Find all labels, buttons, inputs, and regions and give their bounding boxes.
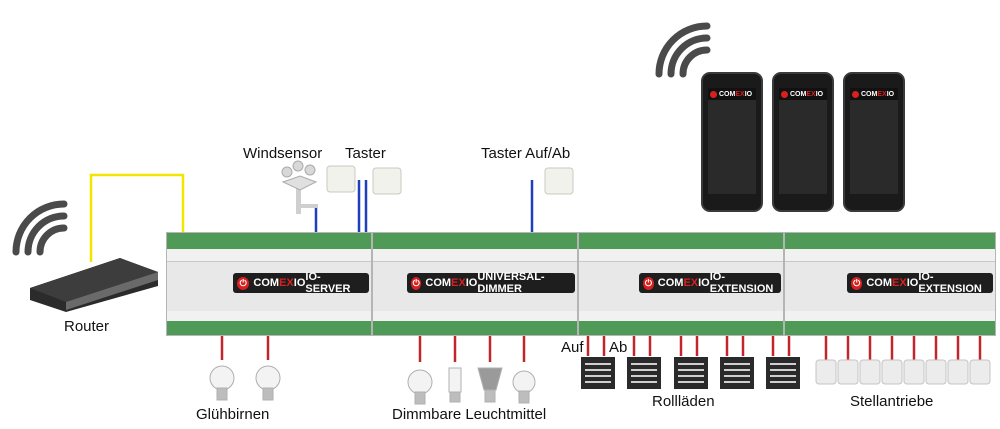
module-type: UNIVERSAL- DIMMER [477,271,545,295]
router-icon [30,258,158,312]
bulb-icon [209,365,536,405]
module-type: IO-EXTENSION [918,271,982,295]
rolllaeden-label: Rollläden [652,393,715,410]
auf-label: Auf [561,339,584,356]
module-type: IO-SERVER [305,271,351,295]
gluehbirnen-label: Glühbirnen [196,406,270,423]
shutter-icon [581,357,800,389]
anemometer-icon [281,160,318,214]
power-icon: ⏻ [643,276,654,290]
module-type: IO-EXTENSION [709,271,774,295]
network-cable [89,173,185,262]
power-icon: ⏻ [851,276,863,290]
ab-label: Ab [609,339,628,356]
power-icon: ⏻ [237,276,250,290]
windsensor-label: Windsensor [243,145,323,162]
wifi-icon [655,22,711,78]
taster-auf-ab-label: Taster Auf/Ab [481,145,571,162]
stellantriebe-label: Stellantriebe [850,393,934,410]
power-icon: ⏻ [411,276,422,290]
output-wires [220,335,982,362]
valve-actuator-icon [815,359,991,385]
wall-switch-icon [326,165,574,195]
router-label: Router [64,318,110,335]
wifi-icon [12,200,68,256]
taster-label: Taster [345,145,386,162]
dimmbare-leuchtmittel-label: Dimmbare Leuchtmittel [392,406,547,423]
